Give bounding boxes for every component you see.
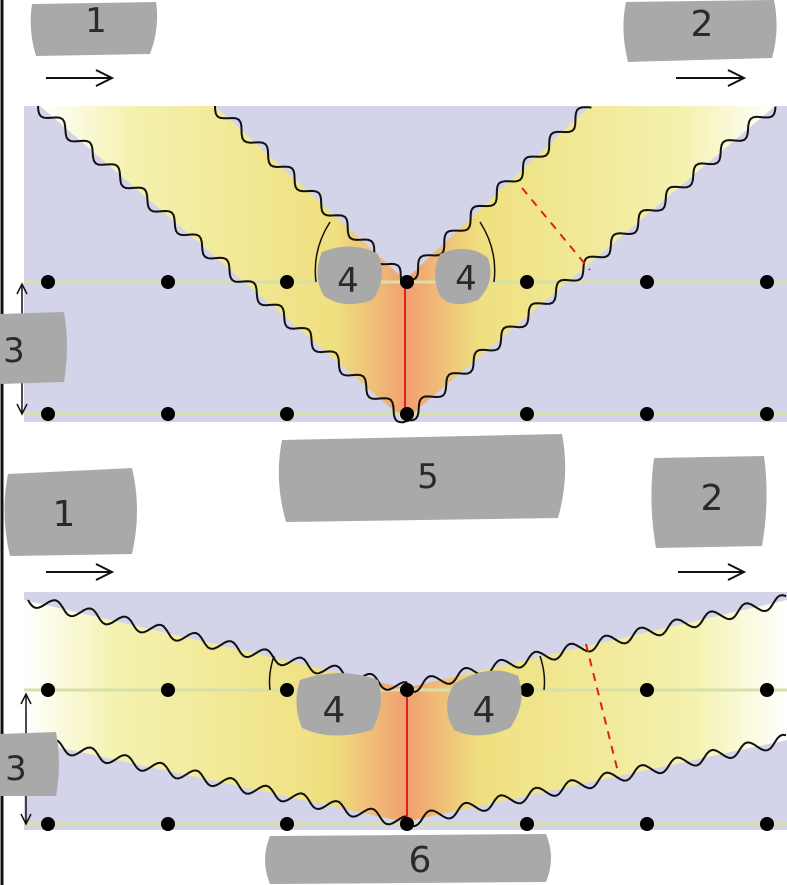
label-spacing-bottom: 3 — [0, 732, 59, 796]
atom-bottom-0-6 — [760, 683, 774, 697]
atom-top-1-6 — [760, 407, 774, 421]
atom-top-0-6 — [760, 275, 774, 289]
atom-bottom-1-6 — [760, 817, 774, 831]
label-case-bottom-text: 6 — [409, 840, 432, 881]
atom-bottom-1-1 — [161, 817, 175, 831]
dashed-marker-bottom — [585, 643, 619, 773]
bottom-panel — [20, 592, 787, 831]
atom-bottom-1-3 — [400, 817, 414, 831]
label-overlap-right-top-text: 4 — [455, 259, 477, 299]
atom-top-1-3 — [400, 407, 414, 421]
atom-top-0-4 — [520, 275, 534, 289]
atom-bottom-1-0 — [41, 817, 55, 831]
label-overlap-right-top: 4 — [435, 248, 491, 305]
label-overlap-left-top: 4 — [317, 246, 382, 305]
atoms-top — [41, 275, 774, 421]
atom-top-0-5 — [640, 275, 654, 289]
wavefront-outer-top — [37, 105, 777, 424]
atom-bottom-1-5 — [640, 817, 654, 831]
atom-top-0-1 — [161, 275, 175, 289]
atom-top-1-5 — [640, 407, 654, 421]
label-overlap-left-bottom: 4 — [296, 673, 381, 736]
atom-bottom-0-2 — [280, 683, 294, 697]
atom-top-1-4 — [520, 407, 534, 421]
atom-bottom-0-3 — [400, 683, 414, 697]
label-outgoing-bottom: 2 — [651, 456, 767, 548]
label-incident-bottom: 1 — [4, 468, 138, 556]
atom-bottom-0-1 — [161, 683, 175, 697]
atom-bottom-1-2 — [280, 817, 294, 831]
atom-bottom-0-4 — [520, 683, 534, 697]
label-case-top: 5 — [278, 434, 566, 522]
label-overlap-right-bottom: 4 — [447, 670, 522, 736]
label-outgoing-top: 2 — [623, 0, 777, 62]
label-overlap-left-top-text: 4 — [337, 261, 359, 301]
arrow-right-icon — [676, 69, 747, 87]
beam-bottom — [24, 600, 787, 822]
label-outgoing-bottom-text: 2 — [701, 478, 724, 519]
angle-arc-right-top — [479, 221, 496, 283]
atom-top-0-0 — [41, 275, 55, 289]
atom-bottom-0-5 — [640, 683, 654, 697]
angle-arc-left-bottom — [268, 655, 275, 691]
atom-top-0-3 — [400, 275, 414, 289]
label-spacing-top-text: 3 — [3, 331, 25, 371]
top-panel — [16, 105, 787, 424]
label-overlap-right-bottom-text: 4 — [473, 690, 496, 731]
angle-arc-right-bottom — [539, 655, 546, 691]
label-incident-top: 1 — [30, 1, 158, 56]
atom-top-1-0 — [41, 407, 55, 421]
label-spacing-top: 3 — [0, 312, 67, 384]
label-spacing-bottom-text: 3 — [5, 749, 27, 789]
arrow-right-icon — [46, 69, 115, 87]
arrow-right-icon — [678, 563, 747, 581]
label-overlap-left-bottom-text: 4 — [323, 690, 346, 731]
dashed-marker-top — [521, 187, 591, 271]
atom-bottom-1-4 — [520, 817, 534, 831]
atom-top-1-2 — [280, 407, 294, 421]
atoms-bottom — [41, 683, 774, 831]
label-incident-top-text: 1 — [85, 1, 107, 41]
atom-top-0-2 — [280, 275, 294, 289]
arrow-right-icon — [46, 563, 115, 581]
label-incident-bottom-text: 1 — [53, 494, 76, 535]
angle-arc-left-top — [314, 221, 331, 283]
label-case-bottom: 6 — [265, 834, 551, 884]
label-outgoing-top-text: 2 — [691, 4, 714, 45]
beam-top — [40, 106, 775, 420]
label-case-top-text: 5 — [417, 457, 439, 497]
atom-top-1-1 — [161, 407, 175, 421]
atom-bottom-0-0 — [41, 683, 55, 697]
